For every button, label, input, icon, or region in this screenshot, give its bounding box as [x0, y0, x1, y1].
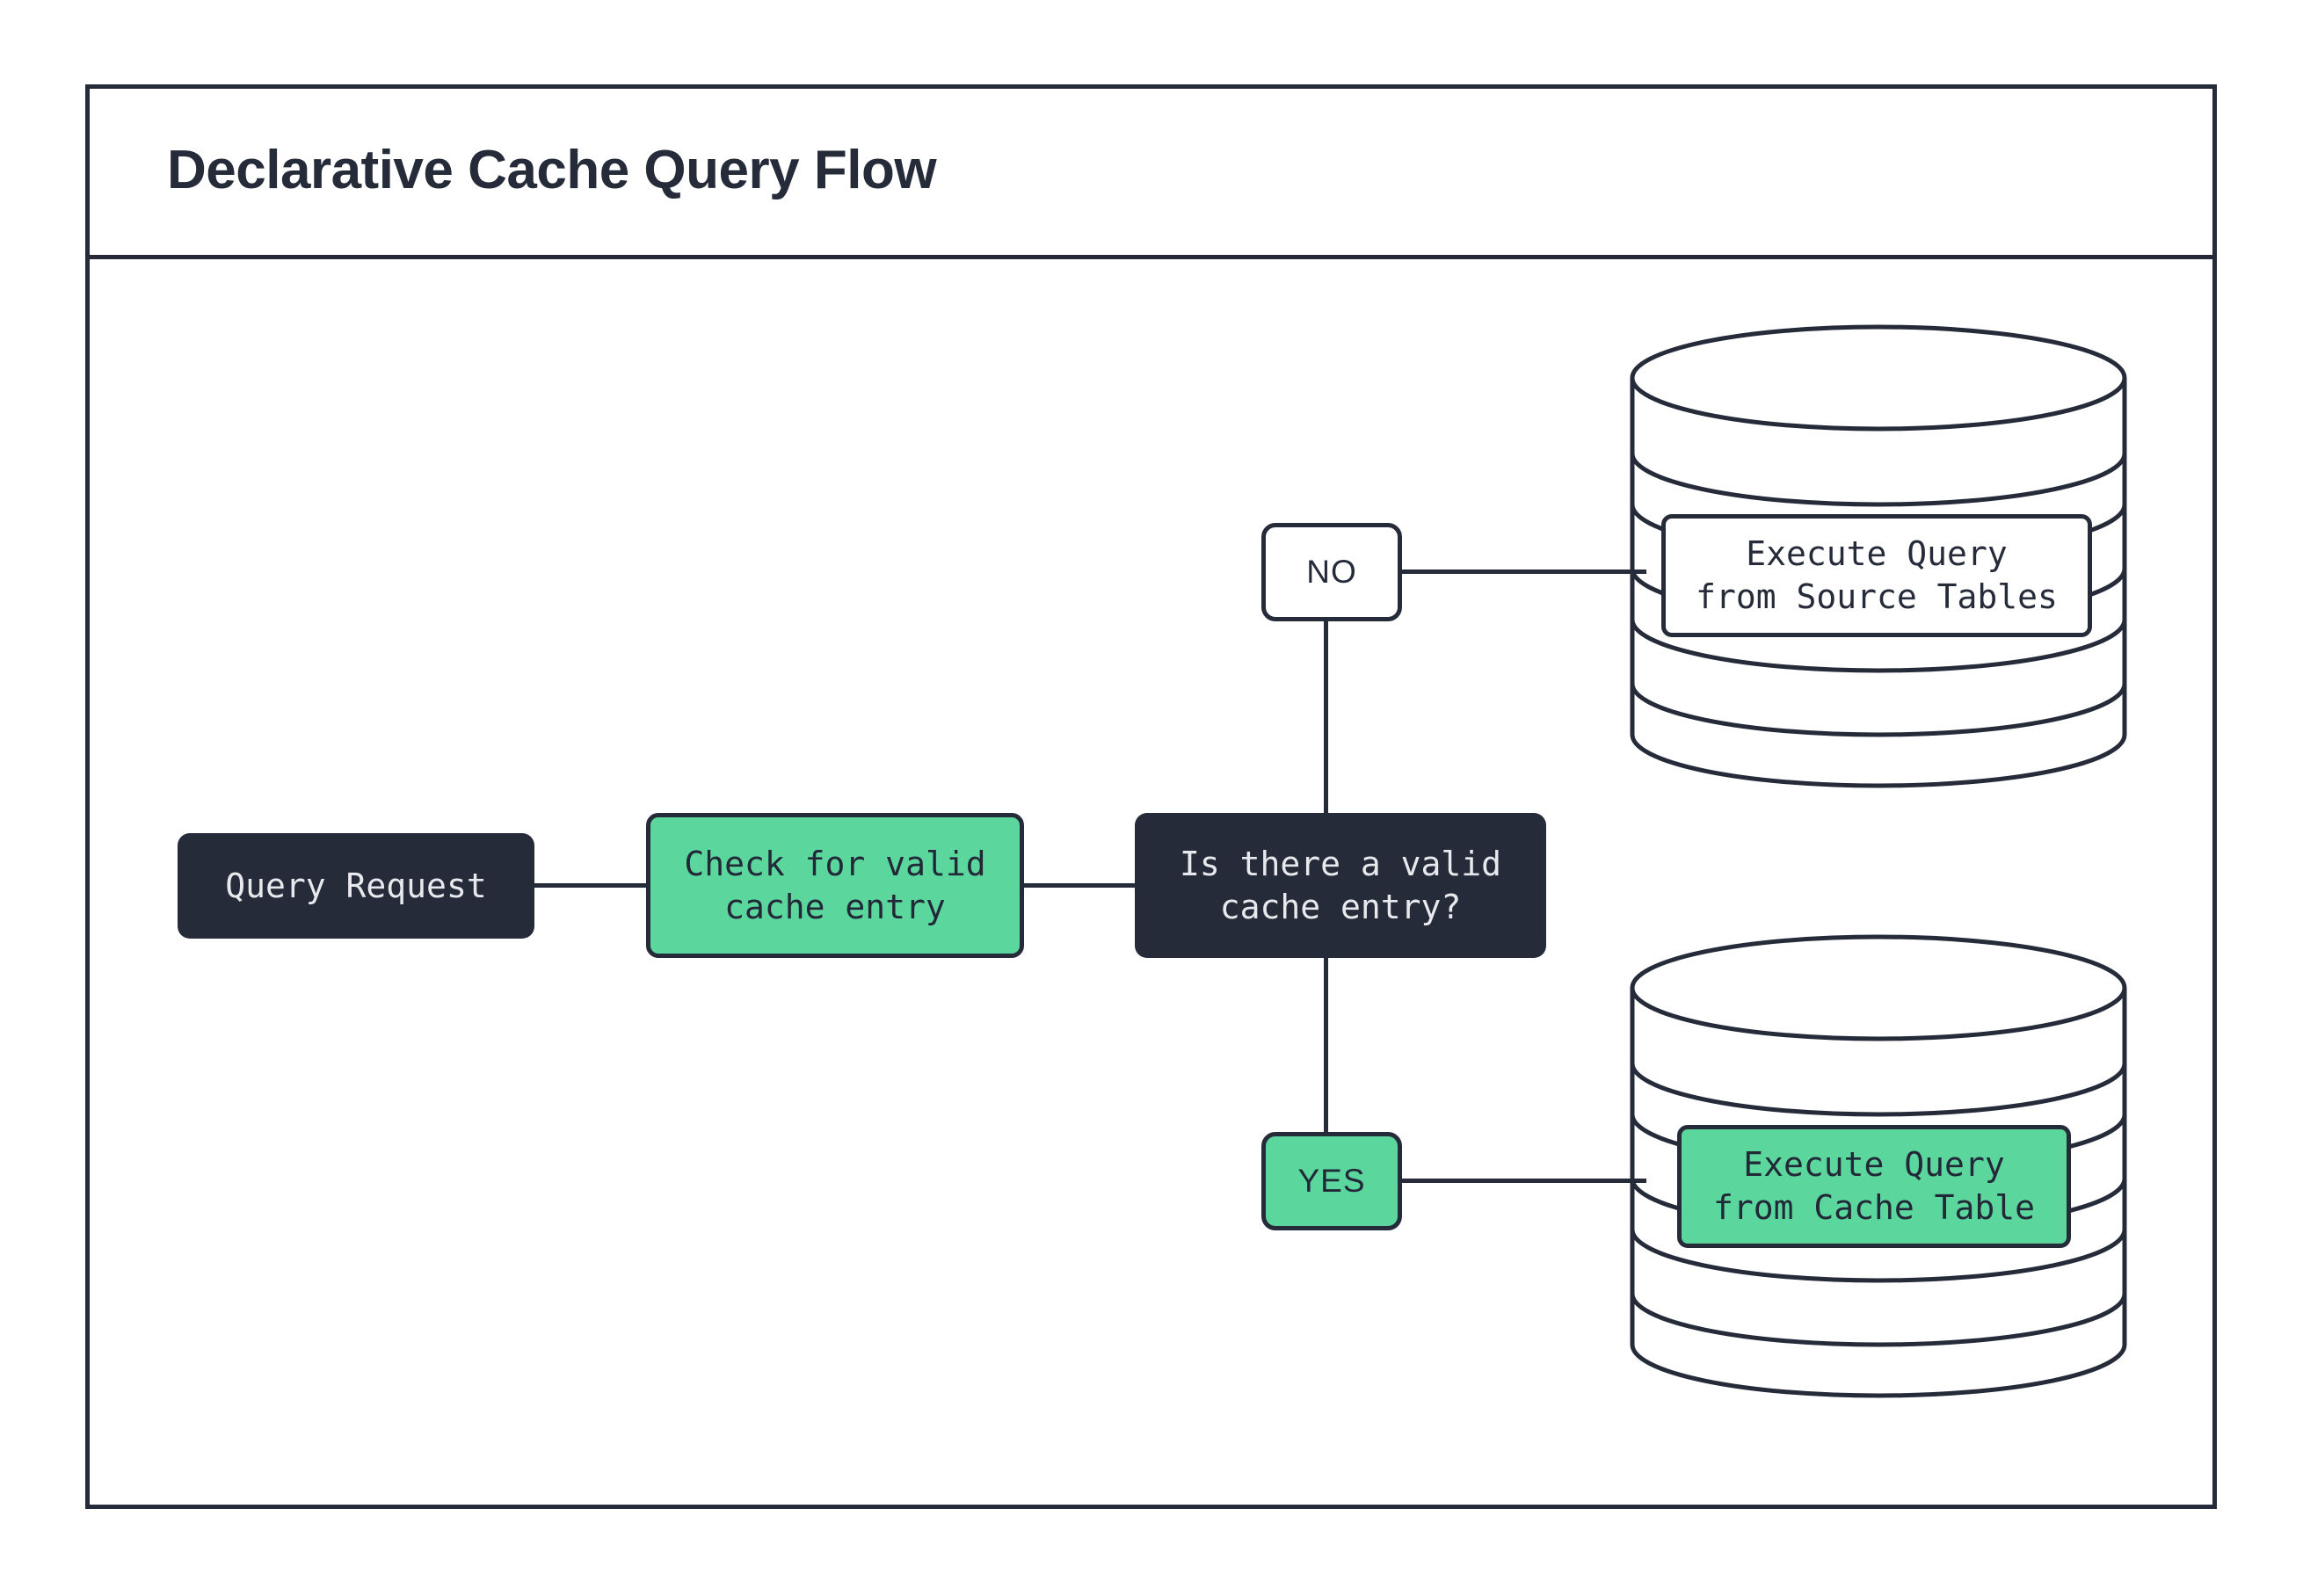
- edge-yes-to-cache-database: [1400, 1179, 1646, 1183]
- node-decision-valid-cache-entry[interactable]: Is there a valid cache entry?: [1135, 813, 1546, 958]
- edge-query-request-to-check-cache: [534, 883, 648, 888]
- branch-label-no[interactable]: NO: [1261, 523, 1402, 621]
- node-query-request[interactable]: Query Request: [178, 833, 534, 939]
- diagram-title-bar: Declarative Cache Query Flow: [85, 84, 2217, 259]
- diagram-frame: [85, 84, 2217, 1509]
- database-cylinder-source-tables: [1630, 324, 2127, 788]
- page-title: Declarative Cache Query Flow: [167, 139, 937, 200]
- node-execute-query-from-cache-table[interactable]: Execute Query from Cache Table: [1677, 1125, 2071, 1248]
- edge-decision-to-no-label: [1324, 620, 1328, 815]
- node-execute-query-from-source-tables[interactable]: Execute Query from Source Tables: [1661, 514, 2092, 637]
- edge-no-to-source-database: [1400, 569, 1646, 574]
- edge-check-cache-to-decision: [1021, 883, 1137, 888]
- edge-decision-to-yes-label: [1324, 956, 1328, 1134]
- node-check-for-valid-cache-entry[interactable]: Check for valid cache entry: [646, 813, 1024, 958]
- branch-label-yes[interactable]: YES: [1261, 1132, 1402, 1230]
